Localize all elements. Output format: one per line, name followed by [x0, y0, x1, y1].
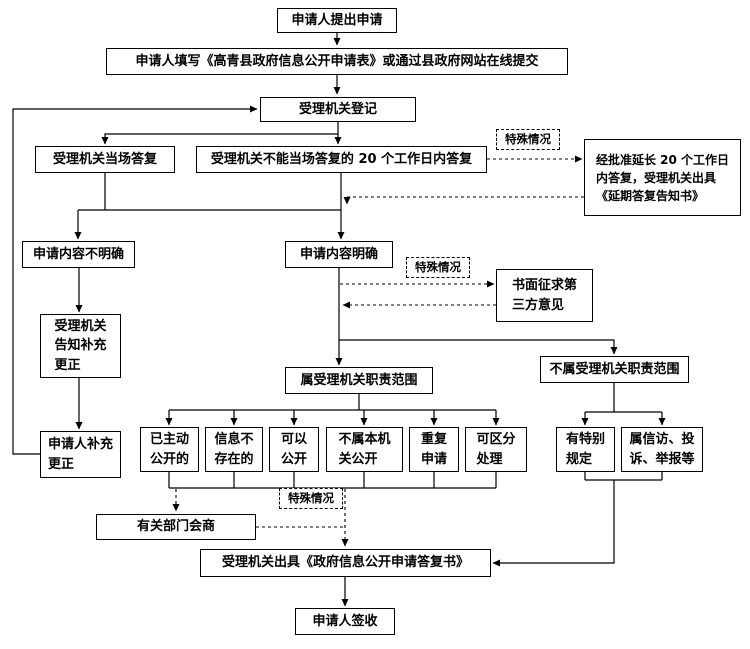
- node-extend-reply: 经批准延长 20 个工作日 内答复，受理机关出具 《延期答复告知书》: [584, 139, 741, 216]
- label-special-case-1: 特殊情况: [496, 129, 560, 150]
- node-sign-receipt: 申请人签收: [295, 608, 395, 635]
- node-reply-20days: 受理机关不能当场答复的 20 个工作日内答复: [196, 146, 487, 173]
- node-applicant-supplement: 申请人补充 更正: [40, 431, 121, 478]
- node-petition-complaint: 属信访、投 诉、举报等: [621, 427, 703, 472]
- node-separable-handling: 可区分 处理: [465, 427, 527, 472]
- node-not-this-authority: 不属本机 关公开: [326, 427, 403, 472]
- label-special-case-2: 特殊情况: [406, 257, 470, 278]
- node-content-clear: 申请内容明确: [285, 241, 393, 268]
- label-special-case-3: 特殊情况: [279, 488, 343, 509]
- node-department-consult: 有关部门会商: [96, 514, 256, 540]
- node-register: 受理机关登记: [260, 97, 416, 122]
- node-info-not-exist: 信息不 存在的: [205, 427, 263, 472]
- node-already-disclosed: 已主动 公开的: [140, 427, 199, 472]
- node-can-disclose: 可以 公开: [269, 427, 319, 472]
- node-repeat-application: 重复 申请: [409, 427, 459, 472]
- node-special-provision: 有特别 规定: [556, 427, 615, 472]
- node-apply: 申请人提出申请: [277, 8, 397, 33]
- node-fill-form: 申请人填写《高青县政府信息公开申请表》或通过县政府网站在线提交: [106, 48, 568, 75]
- node-out-of-scope: 不属受理机关职责范围: [540, 356, 689, 383]
- dashed-connectors: [172, 155, 584, 547]
- node-content-unclear: 申请内容不明确: [22, 241, 135, 268]
- node-in-scope: 属受理机关职责范围: [285, 367, 433, 394]
- node-onspot-reply: 受理机关当场答复: [35, 146, 175, 173]
- node-third-party-opinion: 书面征求第 三方意见: [496, 269, 593, 322]
- node-notify-supplement: 受理机关 告知补充 更正: [40, 314, 121, 378]
- node-reply-document: 受理机关出具《政府信息公开申请答复书》: [200, 549, 491, 577]
